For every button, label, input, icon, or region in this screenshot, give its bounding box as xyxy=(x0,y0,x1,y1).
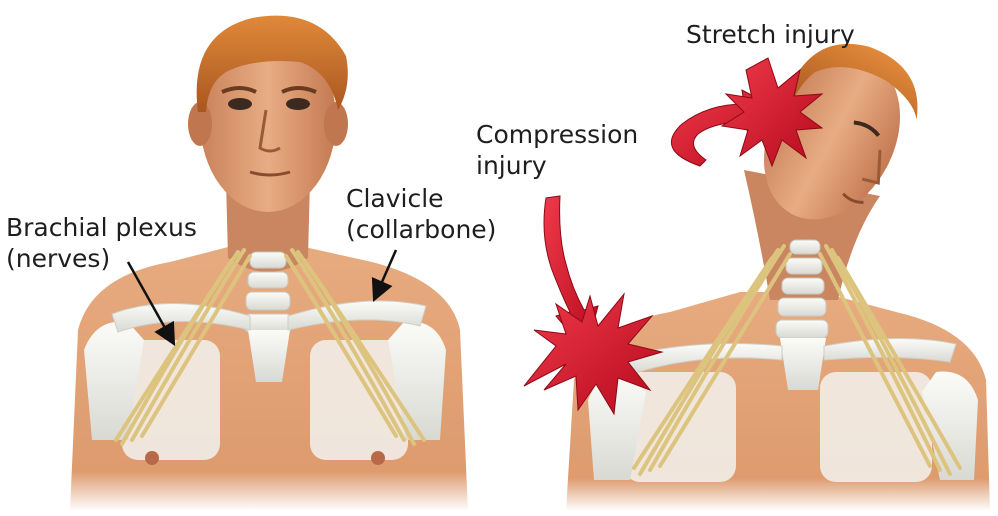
compression-injury-label: Compression xyxy=(476,119,638,150)
right-sternum xyxy=(780,338,826,390)
clavicle-sublabel: (collarbone) xyxy=(346,214,496,245)
left-eye-l xyxy=(228,98,252,110)
brachial-plexus-label: Brachial plexus xyxy=(6,212,197,243)
left-ear-right xyxy=(324,102,348,146)
left-nipple-r xyxy=(371,451,385,465)
compression-injury-sublabel: injury xyxy=(476,150,547,181)
stretch-injury-label: Stretch injury xyxy=(686,19,855,50)
left-nipple-l xyxy=(145,451,159,465)
clavicle-label: Clavicle xyxy=(346,183,444,214)
tilted-figure xyxy=(524,19,990,511)
left-eye-r xyxy=(286,98,310,110)
left-cervical-spine xyxy=(244,252,292,332)
brachial-plexus-sublabel: (nerves) xyxy=(6,243,110,274)
